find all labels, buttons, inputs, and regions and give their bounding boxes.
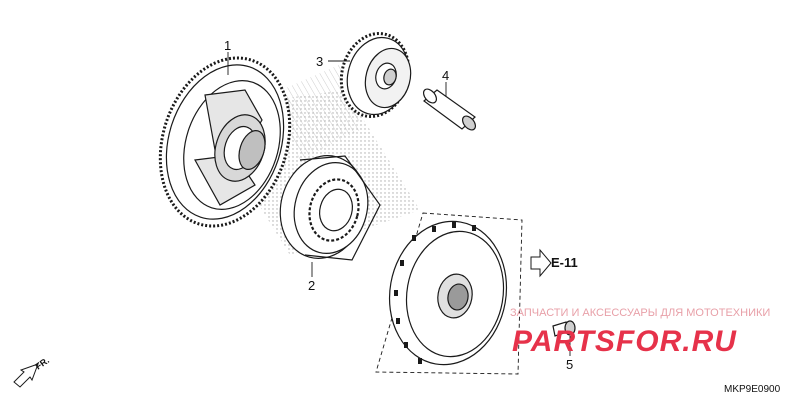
arrow-front-icon: [13, 363, 39, 388]
watermark: ЗАПЧАСТИ И АКСЕССУАРЫ ДЛЯ МОТОТЕХНИКИ PA…: [510, 307, 770, 358]
callout-4: 4: [442, 68, 449, 83]
reference-label[interactable]: E-11: [551, 255, 578, 270]
callout-5: 5: [566, 357, 573, 372]
part-4-shaft: [422, 88, 477, 131]
watermark-brand: PARTSFOR.RU: [512, 325, 737, 358]
callout-3: 3: [316, 54, 323, 69]
part-3-idle-gear: [339, 32, 412, 118]
flywheel-rotor: [388, 220, 508, 366]
callout-2: 2: [308, 278, 315, 293]
diagram-code: MKP9E0900: [724, 384, 781, 395]
callout-1: 1: [224, 38, 231, 53]
part-2-starter-clutch: [279, 155, 381, 261]
flywheel-group: [375, 212, 576, 375]
part-5-bolt: [552, 320, 576, 337]
part-1-starter-driven-gear: [158, 56, 292, 228]
watermark-tagline: ЗАПЧАСТИ И АКСЕССУАРЫ ДЛЯ МОТОТЕХНИКИ: [510, 307, 770, 319]
front-direction-indicator: FR.: [13, 355, 51, 388]
arrow-right-icon: [530, 248, 552, 278]
reference-arrow[interactable]: E-11: [530, 248, 578, 278]
callout-leaders: [227, 52, 571, 356]
